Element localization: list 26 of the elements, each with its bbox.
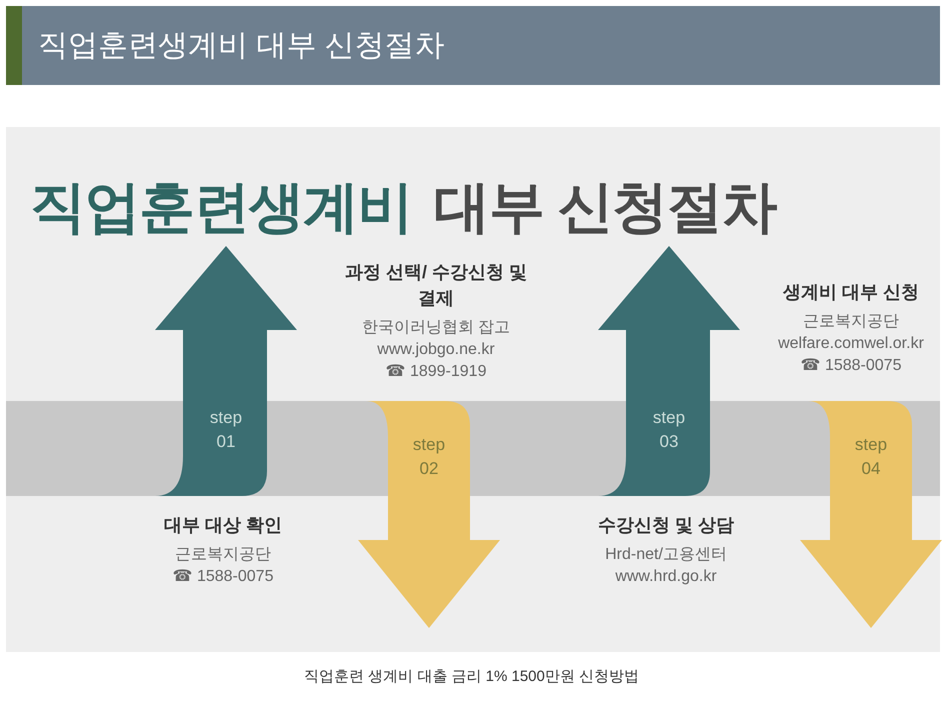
- step-detail: www.hrd.go.kr: [615, 567, 717, 587]
- step-detail: 근로복지공단: [175, 545, 271, 565]
- caption: 직업훈련 생계비 대출 금리 1% 1500만원 신청방법: [304, 667, 640, 687]
- step-heading: 과정 선택/ 수강신청 및 결제: [344, 261, 528, 310]
- step-detail: 한국이러닝협회 잡고: [362, 318, 510, 338]
- step-label: step 01: [208, 407, 244, 453]
- page-title: 직업훈련생계비 대부 신청절차: [38, 28, 445, 64]
- down-arrow: [358, 401, 500, 628]
- step-detail: www.jobgo.ne.kr: [377, 340, 495, 360]
- step-detail: ☎ 1588-0075: [800, 356, 902, 376]
- step-detail: welfare.comwel.or.kr: [778, 334, 924, 354]
- step-label: step 03: [652, 407, 686, 453]
- step-label: step 04: [854, 434, 888, 480]
- step-heading: 생계비 대부 신청: [782, 281, 919, 304]
- step-detail: 근로복지공단: [803, 312, 899, 332]
- up-arrow: [598, 246, 740, 496]
- step-detail: ☎ 1588-0075: [172, 567, 274, 587]
- headline-text: 대부 신청절차: [434, 174, 776, 240]
- step-heading: 수강신청 및 상담: [598, 514, 734, 537]
- step-detail: ☎ 1899-1919: [386, 362, 486, 382]
- step-detail: Hrd-net/고용센터: [605, 545, 727, 565]
- headline-text: 직업훈련생계비: [30, 174, 412, 240]
- up-arrow: [155, 246, 297, 496]
- step-label: step 02: [412, 434, 446, 480]
- down-arrow: [800, 401, 942, 628]
- step-heading: 대부 대상 확인: [164, 514, 282, 537]
